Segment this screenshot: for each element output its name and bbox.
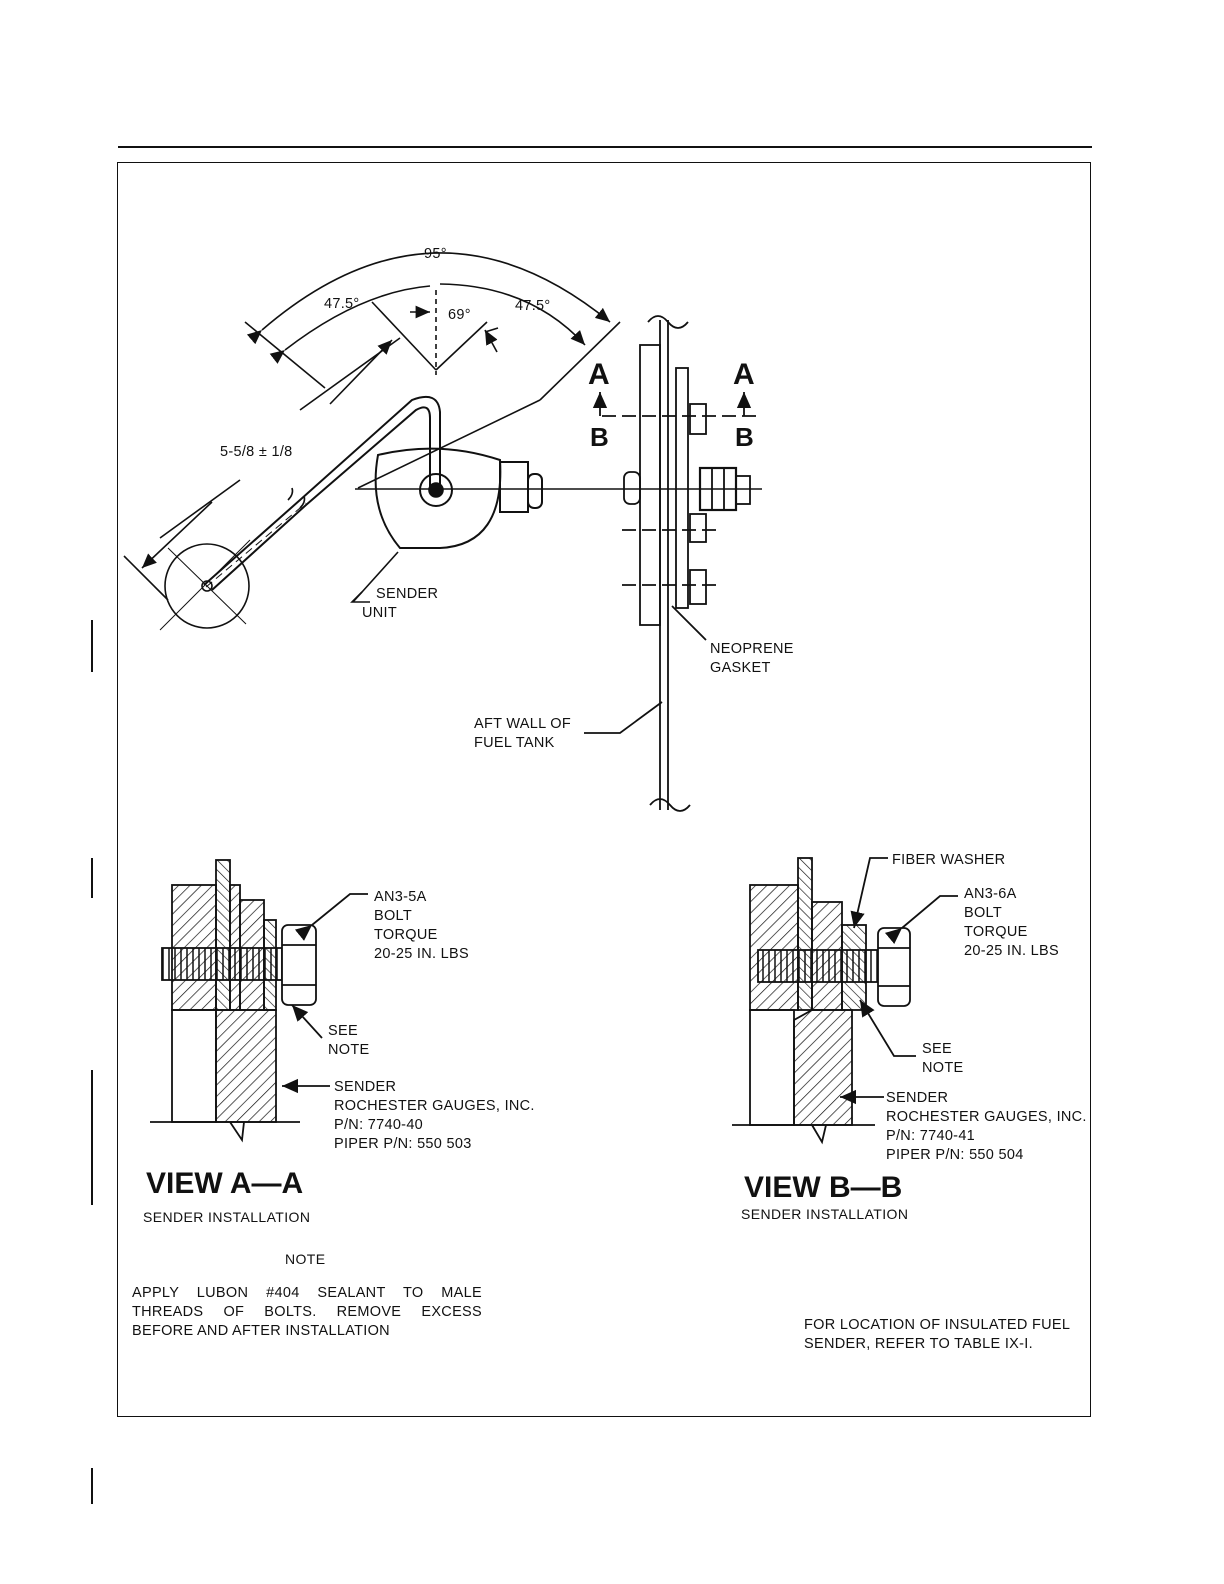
- view-b-subtitle: SENDER INSTALLATION: [741, 1206, 908, 1222]
- view-a-sender-4: PIPER P/N: 550 503: [334, 1136, 472, 1152]
- revision-bar: [91, 620, 93, 672]
- view-a-see-note-2: NOTE: [328, 1042, 370, 1058]
- neoprene-gasket-label-1: NEOPRENE: [710, 641, 794, 657]
- view-b-title: VIEW B—B: [744, 1171, 902, 1204]
- view-a-bolt-2: BOLT: [374, 908, 412, 924]
- aft-wall-label-1: AFT WALL OF: [474, 716, 571, 732]
- section-a-right: A: [733, 358, 755, 391]
- figure-frame: [117, 162, 1091, 1417]
- note-heading: NOTE: [285, 1251, 326, 1267]
- view-b-see-note-2: NOTE: [922, 1060, 964, 1076]
- view-a-title: VIEW A—A: [146, 1167, 303, 1200]
- angle-inner-label: 69°: [448, 307, 471, 323]
- angle-right-label: 47.5°: [515, 298, 551, 314]
- revision-bar: [91, 858, 93, 898]
- section-b-left: B: [590, 422, 609, 452]
- angle-left-label: 47.5°: [324, 296, 360, 312]
- sealant-note: APPLY LUBON #404 SEALANT TO MALE THREADS…: [132, 1285, 482, 1339]
- view-a-see-note-1: SEE: [328, 1023, 358, 1039]
- location-note: FOR LOCATION OF INSULATED FUEL SENDER, R…: [804, 1317, 1070, 1352]
- view-b-bolt-1: AN3-6A: [964, 886, 1017, 902]
- view-b-see-note-1: SEE: [922, 1041, 952, 1057]
- revision-bar: [91, 1468, 93, 1504]
- neoprene-gasket-label-2: GASKET: [710, 660, 771, 676]
- view-a-bolt-4: 20-25 IN. LBS: [374, 946, 469, 962]
- view-b-bolt-4: 20-25 IN. LBS: [964, 943, 1059, 959]
- aft-wall-label-2: FUEL TANK: [474, 735, 555, 751]
- angle-total-label: 95°: [424, 246, 447, 262]
- sender-unit-label-1: SENDER: [376, 586, 438, 602]
- view-b-sender-2: ROCHESTER GAUGES, INC.: [886, 1109, 1087, 1125]
- fiber-washer-label: FIBER WASHER: [892, 852, 1005, 868]
- view-b-section: [732, 857, 958, 1145]
- view-b-bolt-2: BOLT: [964, 905, 1002, 921]
- view-b-sender-1: SENDER: [886, 1090, 948, 1106]
- arm-length-label: 5-5/8 ± 1/8: [220, 444, 293, 460]
- view-a-sender-1: SENDER: [334, 1079, 396, 1095]
- view-a-subtitle: SENDER INSTALLATION: [143, 1209, 310, 1225]
- view-a-sender-2: ROCHESTER GAUGES, INC.: [334, 1098, 535, 1114]
- revision-bar: [91, 1070, 93, 1205]
- view-a-bolt-1: AN3-5A: [374, 889, 427, 905]
- view-a-bolt-3: TORQUE: [374, 927, 438, 943]
- section-a-left: A: [588, 358, 610, 391]
- view-a-section: [150, 859, 368, 1143]
- view-a-sender-3: P/N: 7740-40: [334, 1117, 423, 1133]
- view-b-sender-3: P/N: 7740-41: [886, 1128, 975, 1144]
- section-b-right: B: [735, 422, 754, 452]
- view-b-sender-4: PIPER P/N: 550 504: [886, 1147, 1024, 1163]
- tank-wall-section: [584, 315, 758, 812]
- header-rule: [118, 146, 1092, 148]
- sender-top-view: [123, 252, 762, 631]
- view-b-bolt-3: TORQUE: [964, 924, 1028, 940]
- sender-unit-label-2: UNIT: [362, 605, 397, 621]
